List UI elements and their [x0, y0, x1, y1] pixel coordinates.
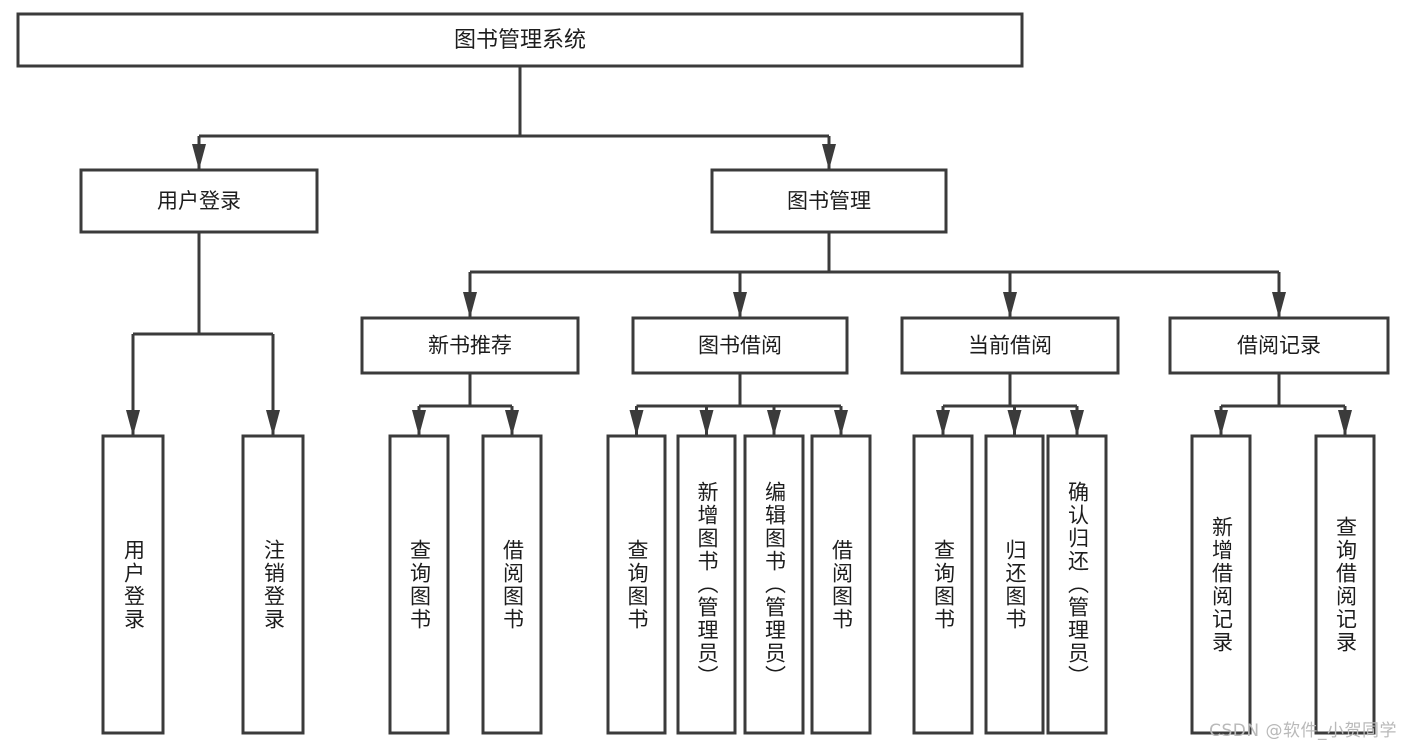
node-box-leaf-user-login[interactable] [101, 434, 165, 735]
node-box-leaf-query-book-1[interactable] [388, 434, 450, 735]
arrow-head-icon [767, 410, 781, 436]
node-box-user-login[interactable] [79, 168, 319, 234]
arrow-head-icon [505, 410, 519, 436]
node-label-user-login: 用户登录 [157, 189, 241, 213]
node-label-current-borrow: 当前借阅 [968, 334, 1052, 358]
arrow-head-icon [629, 410, 644, 436]
node-label-borrow-record: 借阅记录 [1237, 334, 1321, 358]
node-box-current-borrow[interactable] [900, 316, 1120, 375]
arrow-head-icon [1070, 410, 1084, 436]
arrow-head-icon [192, 144, 206, 170]
node-label-new-book-recommend: 新书推荐 [428, 334, 512, 358]
node-box-leaf-confirm-return[interactable] [1046, 434, 1108, 735]
arrow-head-icon [1003, 292, 1017, 318]
node-box-borrow-record[interactable] [1168, 316, 1390, 375]
arrow-head-icon [1007, 410, 1022, 436]
arrow-head-icon [266, 410, 280, 436]
node-box-leaf-query-book-2[interactable] [606, 434, 667, 735]
arrow-head-icon [412, 410, 426, 436]
arrow-head-icon [463, 292, 477, 318]
node-box-leaf-borrow-book-2[interactable] [810, 434, 872, 735]
arrow-head-icon [936, 410, 950, 436]
arrow-head-icon [1272, 292, 1286, 318]
arrow-head-icon [699, 410, 714, 436]
node-label-root: 图书管理系统 [454, 28, 586, 53]
node-box-new-book-recommend[interactable] [360, 316, 580, 375]
node-label-book-manage: 图书管理 [787, 189, 871, 213]
node-box-leaf-query-record[interactable] [1314, 434, 1376, 735]
arrow-head-icon [1338, 410, 1352, 436]
node-box-book-manage[interactable] [710, 168, 948, 234]
node-box-leaf-add-record[interactable] [1190, 434, 1252, 735]
arrow-head-icon [822, 144, 836, 170]
arrow-head-icon [834, 410, 848, 436]
node-box-layer [16, 12, 1390, 735]
connector-layer [126, 66, 1352, 436]
node-box-leaf-add-book[interactable] [676, 434, 737, 735]
node-box-root[interactable] [16, 12, 1024, 68]
node-box-leaf-query-book-3[interactable] [912, 434, 974, 735]
arrow-head-icon [126, 410, 140, 436]
node-box-leaf-edit-book[interactable] [743, 434, 805, 735]
arrow-head-icon [1214, 410, 1228, 436]
node-box-leaf-logout-login[interactable] [241, 434, 305, 735]
node-box-leaf-return-book[interactable] [984, 434, 1045, 735]
watermark-text: CSDN @软件_小贺同学 [1209, 721, 1397, 741]
arrow-head-icon [733, 292, 747, 318]
node-label-book-borrow: 图书借阅 [698, 334, 782, 358]
node-box-leaf-borrow-book-1[interactable] [481, 434, 543, 735]
node-box-book-borrow[interactable] [631, 316, 849, 375]
